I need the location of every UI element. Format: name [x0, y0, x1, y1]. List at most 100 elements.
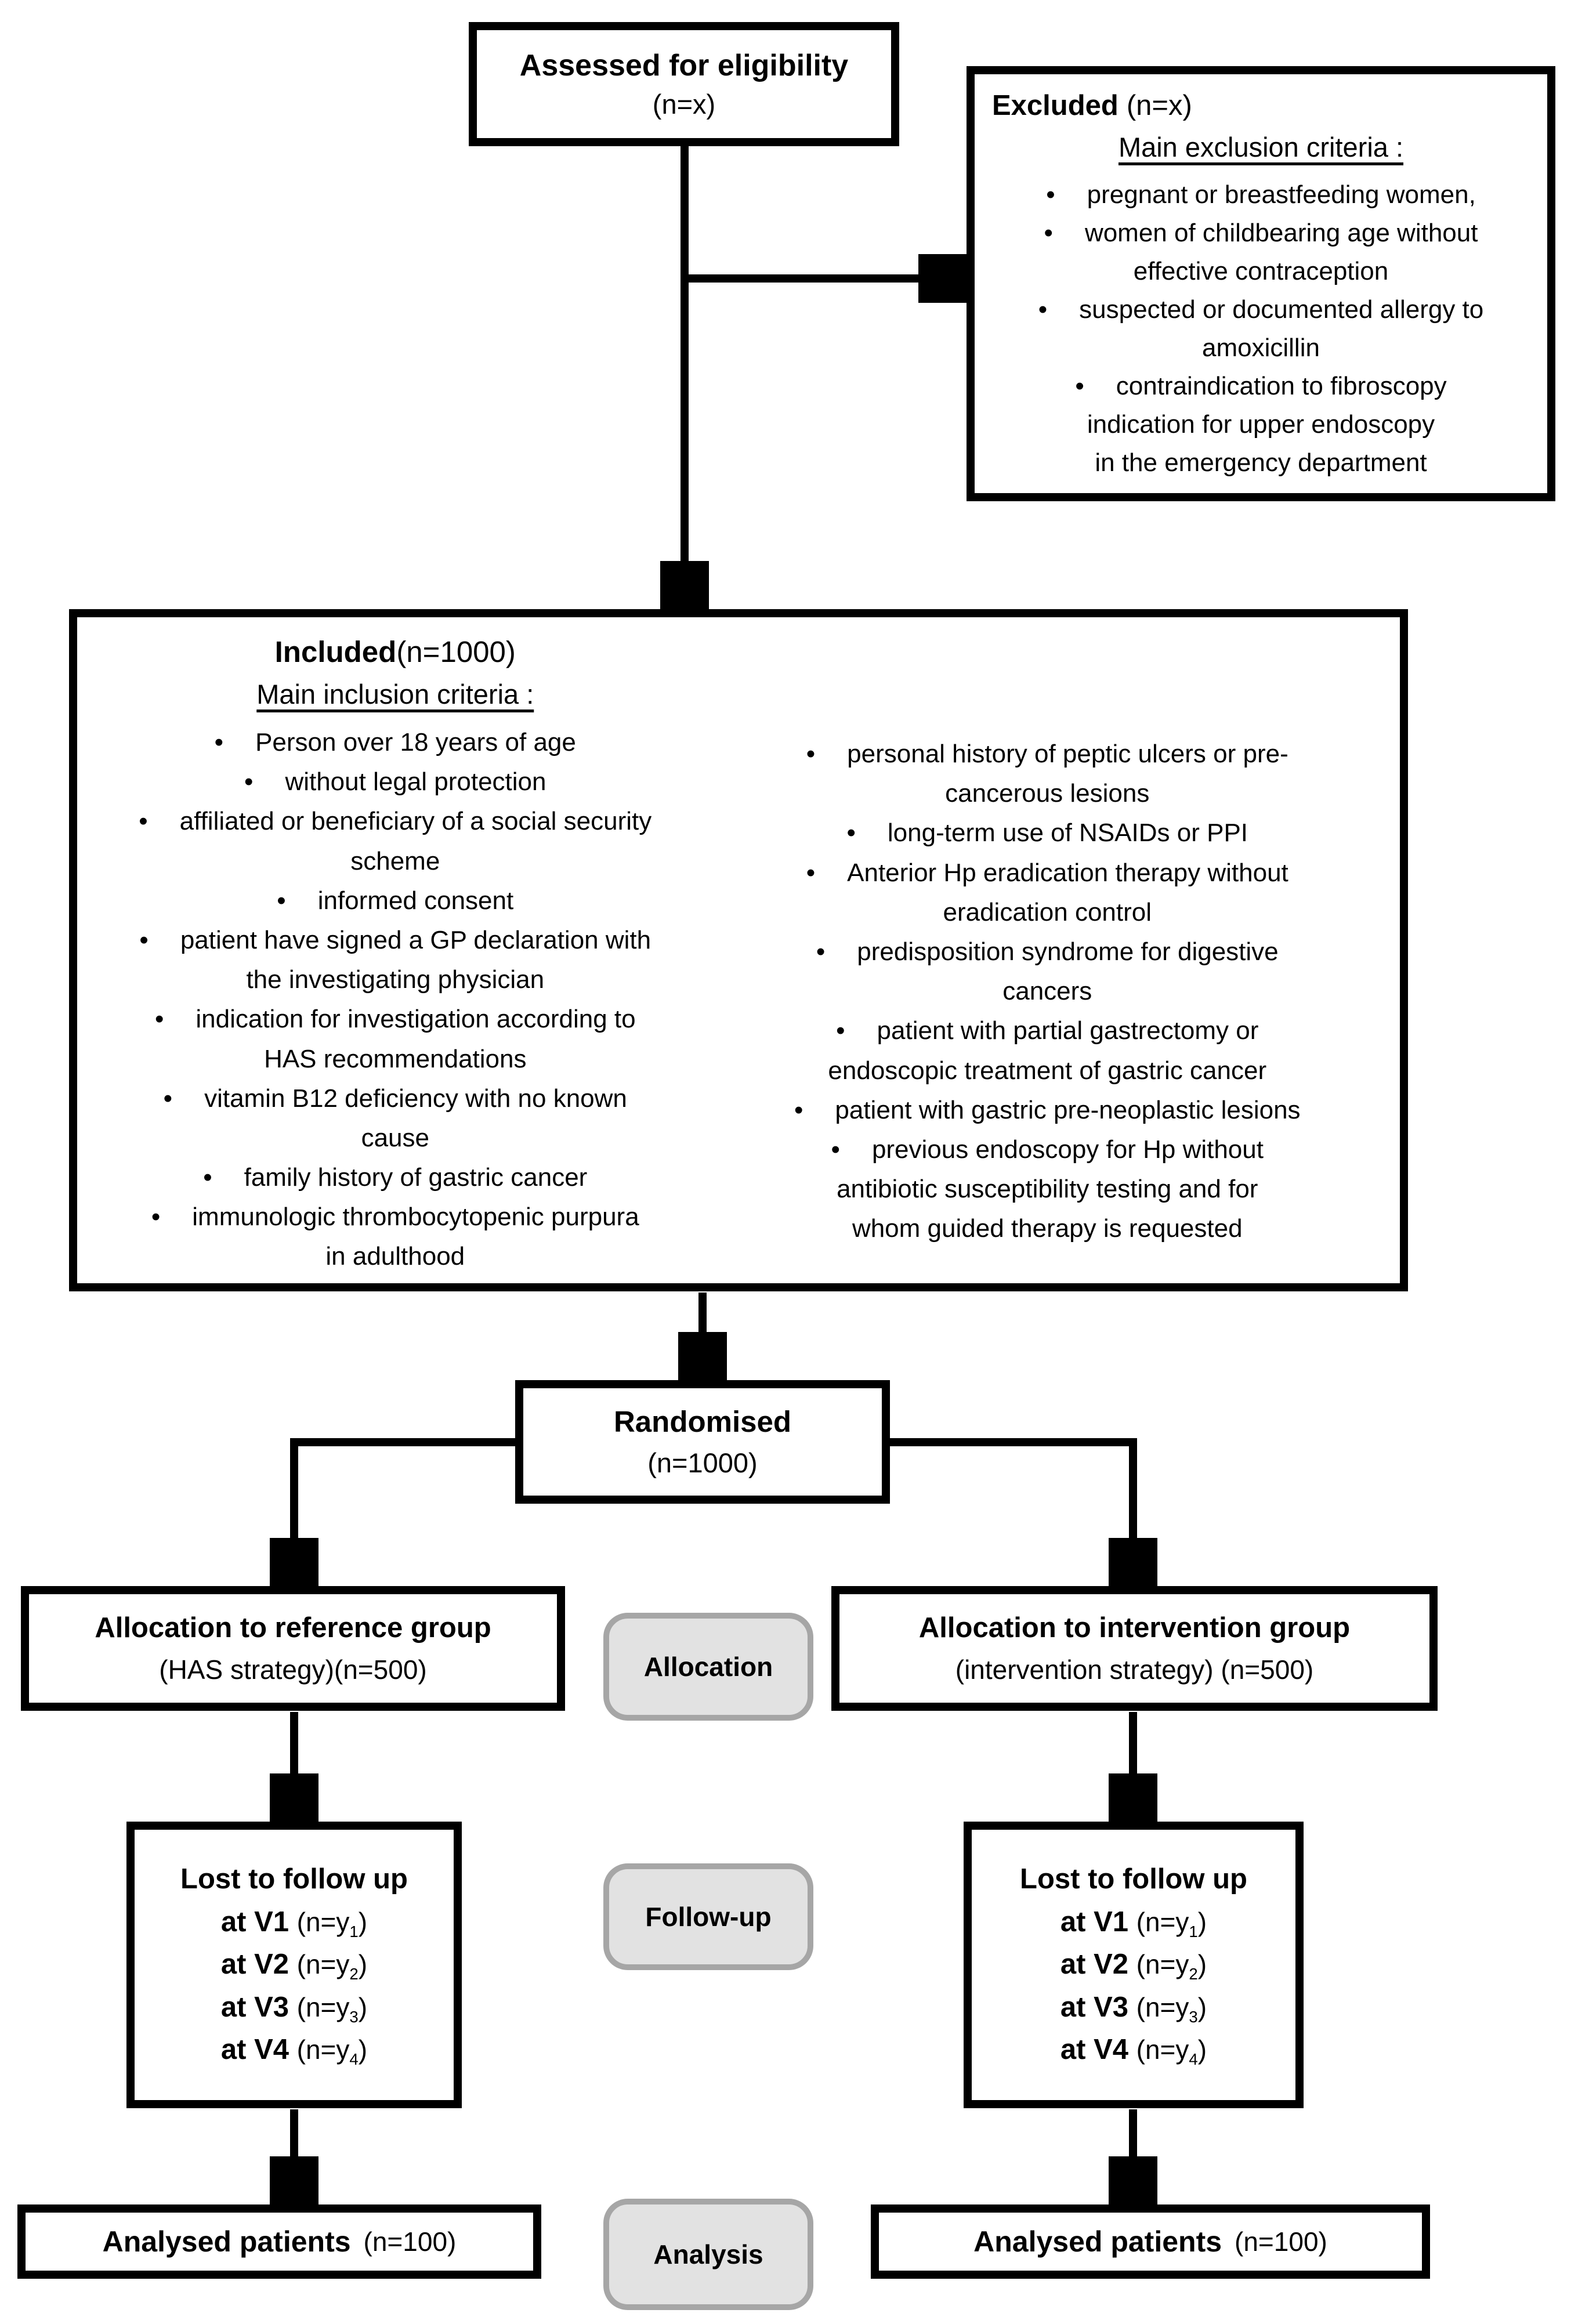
inclusion-criteria-list-right: •personal history of peptic ulcers or pr…	[702, 734, 1393, 1248]
bullet-item: • patient with gastric pre-neoplastic les…	[702, 1091, 1393, 1130]
analysed-intervention-title: Analysed patients	[973, 2225, 1222, 2258]
excluded-n: (n=x)	[1126, 90, 1192, 121]
lost-intervention-title: Lost to follow up	[1020, 1863, 1247, 1895]
bullet-item: •Anterior Hp eradication therapy without…	[702, 853, 1393, 932]
assessed-for-eligibility-box: Assessed for eligibility (n=x)	[469, 22, 899, 146]
included-box: Included(n=1000) Main inclusion criteria…	[69, 609, 1408, 1291]
bullet-text: vitamin B12 deficiency with no known cau…	[204, 1084, 627, 1152]
exclusion-criteria-heading: Main exclusion criteria :	[1118, 132, 1404, 162]
allocation-reference-n: (HAS strategy)(n=500)	[159, 1654, 427, 1685]
bullet-text: Anterior Hp eradication therapy without …	[847, 858, 1288, 926]
bullet-dot: •	[836, 1016, 845, 1045]
bullet-dot: •	[139, 925, 149, 954]
excluded-title: Excluded	[992, 90, 1119, 121]
lost-to-followup-intervention-box: Lost to follow up at V1 (n=y1) at V2 (n=y…	[964, 1822, 1304, 2108]
stage-label-followup: Follow-up	[603, 1863, 813, 1970]
analysed-intervention-n: (n=100)	[1235, 2227, 1327, 2257]
bullet-dot: •	[1075, 372, 1084, 400]
bullet-text: patient with gastric pre-neoplastic lesi…	[835, 1095, 1301, 1124]
bullet-text: indication for investigation according t…	[196, 1005, 636, 1073]
bullet-text: contraindication to fibroscopy indicatio…	[1087, 372, 1447, 477]
allocation-intervention-n: (intervention strategy) (n=500)	[955, 1654, 1314, 1685]
exclusion-criteria-list: • pregnant or breastfeeding women, •women …	[992, 176, 1530, 482]
lost-visit-line: at V1 (n=y1)	[220, 1906, 368, 1941]
lost-visit-line: at V2 (n=y2)	[1060, 1949, 1207, 1983]
bullet-item: • without legal protection	[89, 762, 702, 802]
lost-visit-line: at V1 (n=y1)	[1060, 1906, 1207, 1941]
bullet-item: •contraindication to fibroscopy indicati…	[992, 367, 1530, 482]
bullet-dot: •	[816, 937, 826, 966]
analysed-reference-title: Analysed patients	[102, 2225, 351, 2258]
bullet-dot: •	[163, 1084, 173, 1113]
bullet-dot: •	[244, 768, 254, 797]
bullet-item: • predisposition syndrome for digestive c…	[702, 932, 1393, 1011]
bullet-text: Person over 18 years of age	[255, 728, 576, 756]
bullet-dot: •	[1038, 295, 1048, 324]
bullet-text: without legal protection	[285, 768, 546, 797]
lost-visit-line: at V2 (n=y2)	[220, 1949, 368, 1983]
bullet-dot: •	[794, 1095, 803, 1124]
bullet-text: immunologic thrombocytopenic purpura in …	[192, 1203, 639, 1271]
bullet-text: family history of gastric cancer	[244, 1163, 588, 1192]
inclusion-left-column: Included(n=1000) Main inclusion criteria…	[89, 635, 702, 1272]
bullet-dot: •	[806, 740, 816, 768]
inclusion-criteria-heading: Main inclusion criteria :	[256, 679, 534, 709]
lost-visit-line: at V3 (n=y3)	[1060, 1991, 1207, 2026]
bullet-dot: •	[846, 819, 856, 848]
bullet-item: •women of childbearing age without effec…	[992, 214, 1530, 291]
bullet-dot: •	[214, 728, 224, 756]
randomised-n: (n=1000)	[647, 1447, 758, 1479]
bullet-item: • suspected or documented allergy to amox…	[992, 291, 1530, 367]
bullet-text: previous endoscopy for Hp without antibi…	[837, 1135, 1264, 1243]
bullet-dot: •	[203, 1163, 212, 1192]
bullet-dot: •	[151, 1203, 161, 1232]
bullet-text: long-term use of NSAIDs or PPI	[887, 819, 1248, 848]
assessed-n: (n=x)	[652, 89, 716, 120]
bullet-text: pregnant or breastfeeding women,	[1087, 180, 1476, 209]
assessed-title: Assessed for eligibility	[519, 49, 849, 83]
allocation-reference-box: Allocation to reference group (HAS strat…	[21, 1586, 565, 1711]
lost-intervention-lines: at V1 (n=y1) at V2 (n=y2) at V3 (n=y3) at V…	[1060, 1901, 1207, 2072]
lost-visit-line: at V4 (n=y4)	[1060, 2034, 1207, 2069]
bullet-text: predisposition syndrome for digestive ca…	[857, 937, 1279, 1006]
bullet-text: patient with partial gastrectomy or endo…	[828, 1016, 1267, 1085]
bullet-item: •previous endoscopy for Hp without antib…	[702, 1130, 1393, 1249]
bullet-item: • pregnant or breastfeeding women,	[992, 176, 1530, 214]
bullet-item: • patient have signed a GP declaration wi…	[89, 921, 702, 1000]
inclusion-criteria-list-left: •Person over 18 years of age•without leg…	[89, 723, 702, 1277]
bullet-item: • indication for investigation according …	[89, 1000, 702, 1078]
inclusion-right-column: •personal history of peptic ulcers or pr…	[702, 635, 1393, 1272]
allocation-intervention-box: Allocation to intervention group (interv…	[831, 1586, 1438, 1711]
bullet-item: • long-term use of NSAIDs or PPI	[702, 813, 1393, 853]
allocation-reference-title: Allocation to reference group	[95, 1612, 491, 1644]
stage-label-analysis: Analysis	[603, 2199, 813, 2310]
bullet-dot: •	[1044, 219, 1053, 247]
arrow-randomised-to-reference	[294, 1438, 519, 1580]
analysed-reference-box: Analysed patients (n=100)	[17, 2204, 541, 2279]
lost-visit-line: at V3 (n=y3)	[220, 1991, 368, 2026]
analysed-intervention-box: Analysed patients (n=100)	[871, 2204, 1430, 2279]
bullet-item: • Person over 18 years of age	[89, 723, 702, 762]
bullet-dot: •	[139, 807, 148, 836]
included-n: (n=1000)	[396, 635, 516, 668]
bullet-text: informed consent	[317, 886, 514, 915]
bullet-item: •patient with partial gastrectomy or end…	[702, 1011, 1393, 1090]
randomised-box: Randomised (n=1000)	[515, 1380, 890, 1504]
included-title-row: Included(n=1000)	[89, 635, 702, 669]
arrow-randomised-to-intervention	[886, 1438, 1133, 1580]
stage-label-allocation: Allocation	[603, 1613, 813, 1721]
bullet-dot: •	[154, 1005, 164, 1034]
bullet-text: patient have signed a GP declaration wit…	[180, 925, 651, 994]
bullet-item: • family history of gastric cancer	[89, 1158, 702, 1197]
lost-reference-lines: at V1 (n=y1)at V2 (n=y2)at V3 (n=y3)at V…	[221, 1901, 367, 2072]
bullet-item: •personal history of peptic ulcers or pr…	[702, 734, 1393, 813]
bullet-text: suspected or documented allergy to amoxi…	[1079, 295, 1484, 362]
bullet-item: •informed consent	[89, 881, 702, 921]
lost-to-followup-reference-box: Lost to follow up at V1 (n=y1)at V2 (n=y…	[126, 1822, 462, 2108]
bullet-text: affiliated or beneficiary of a social se…	[179, 807, 652, 875]
analysed-reference-n: (n=100)	[363, 2227, 457, 2257]
bullet-item: • immunologic thrombocytopenic purpura in…	[89, 1197, 702, 1276]
bullet-dot: •	[1046, 180, 1055, 209]
